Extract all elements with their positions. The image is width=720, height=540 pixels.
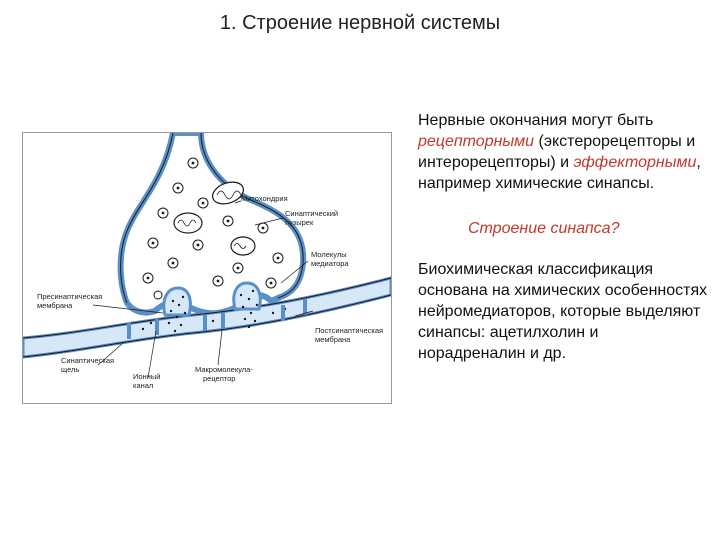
paragraph1-part1: Нервные окончания могут быть (418, 112, 654, 129)
label-receptor-1: Макромолекула- (195, 365, 253, 374)
paragraph-biochemical-classification: Биохимическая классификация основана на … (418, 261, 708, 362)
synapse-diagram: Митохондрия Синаптический пузырек Молеку… (22, 132, 392, 404)
label-presynaptic-1: Пресинаптическая (37, 292, 102, 301)
label-receptor-2: рецептор (203, 374, 235, 383)
label-ion-channel-1: Ионный (133, 372, 160, 381)
label-postsynaptic-2: мембрана (315, 335, 351, 344)
label-cleft-1: Синаптическая (61, 356, 114, 365)
fusing-vesicles (162, 281, 262, 317)
slide-title: 1. Строение нервной системы (219, 12, 501, 34)
label-molecules-2: медиатора (311, 259, 349, 268)
paragraph-nerve-endings: Нервные окончания могут быть рецепторным… (418, 110, 708, 194)
label-molecules-1: Молекулы (311, 250, 347, 259)
presynaptic-terminal (117, 133, 307, 317)
label-postsynaptic-1: Постсинаптическая (315, 326, 383, 335)
question-synapse-structure: Строение синапса? (468, 220, 620, 237)
label-presynaptic-2: мембрана (37, 301, 73, 310)
synapse-illustration: Митохондрия Синаптический пузырек Молеку… (23, 133, 391, 390)
label-cleft-2: щель (61, 365, 79, 374)
term-effector: эффекторными (573, 154, 697, 171)
label-vesicle-2: пузырек (285, 218, 314, 227)
mitochondria (173, 181, 256, 256)
label-ion-channel-2: канал (133, 381, 153, 390)
ion-channels (127, 299, 307, 339)
label-vesicle-1: Синаптический (285, 209, 338, 218)
label-mitochondria: Митохондрия (241, 194, 288, 203)
paragraph1-part2: (экстерорецепторы и интерорецепторы) и (418, 133, 696, 171)
text-column: Нервные окончания могут быть рецепторным… (418, 110, 708, 364)
paragraph1-part3: , например химические синапсы. (418, 154, 701, 192)
term-receptor: рецепторными (418, 133, 535, 150)
